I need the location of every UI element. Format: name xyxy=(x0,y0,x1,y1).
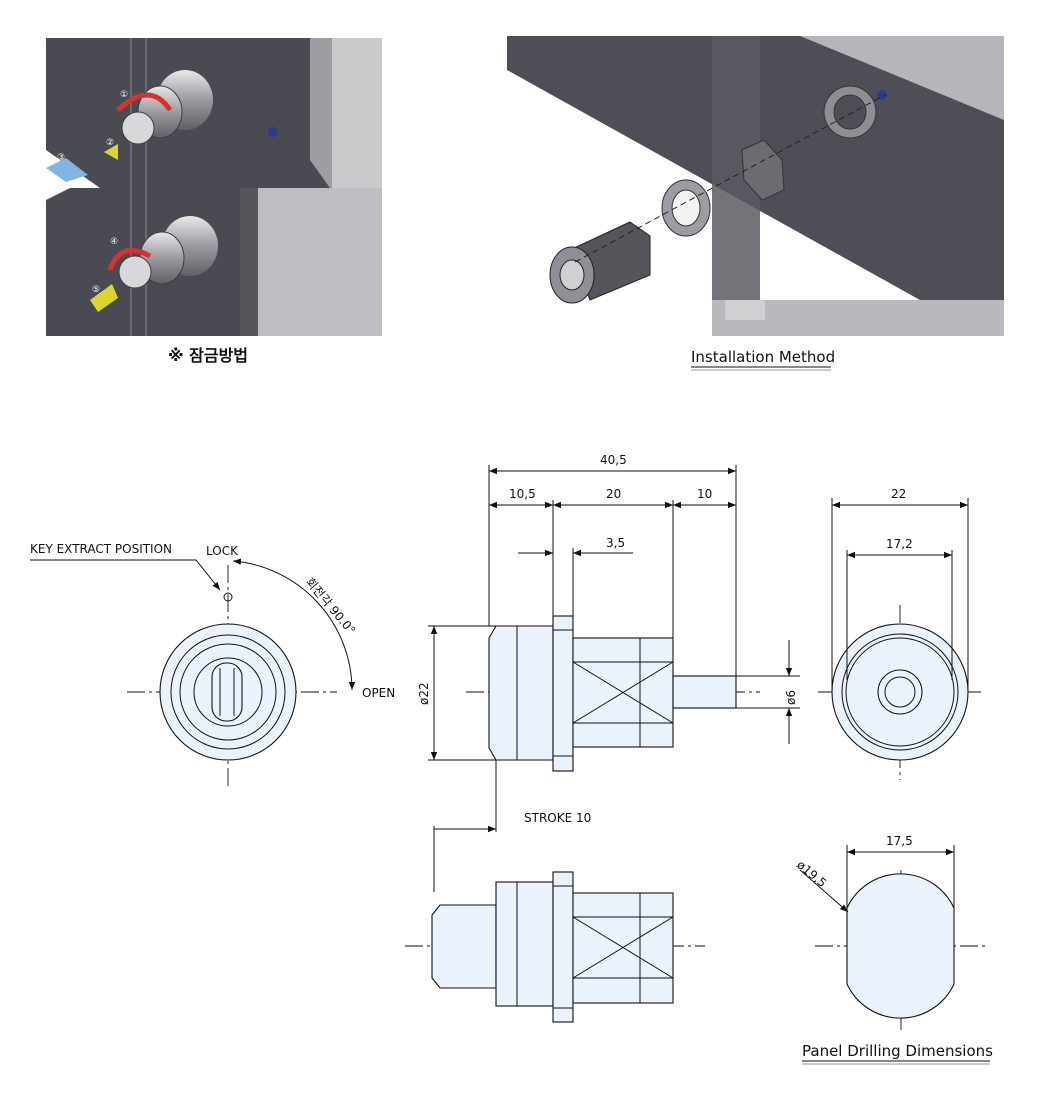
end-view-drawing xyxy=(818,498,984,780)
step-4-label: ④ xyxy=(110,236,118,246)
side-view-extended-drawing xyxy=(405,871,705,1023)
stroke-label: STROKE 10 xyxy=(524,811,591,825)
outer-diameter-label: 22 xyxy=(891,487,906,501)
front-view-drawing xyxy=(30,558,356,790)
locking-method-caption: ※ 잠금방법 xyxy=(168,346,248,365)
overall-length-label: 40,5 xyxy=(600,453,627,467)
step-1-label: ① xyxy=(120,89,128,99)
step-5-label: ⑤ xyxy=(92,284,100,294)
step-2-label: ② xyxy=(106,137,114,147)
knob-length-label: 10,5 xyxy=(509,487,536,501)
lock-label: LOCK xyxy=(206,544,239,558)
step-3-label: ③ xyxy=(57,152,65,162)
pin-length-label: 10 xyxy=(697,487,712,501)
side-view-drawing xyxy=(428,465,800,892)
pin-diameter-label: ø6 xyxy=(784,690,798,705)
open-label: OPEN xyxy=(362,686,395,700)
body-length-label: 20 xyxy=(606,487,621,501)
key-extract-label: KEY EXTRACT POSITION xyxy=(30,542,172,556)
installation-caption: Installation Method xyxy=(691,348,835,366)
body-diameter-label: ø22 xyxy=(417,682,431,705)
installation-method-illustration xyxy=(507,36,1004,336)
panel-diameter-label: ø19,5 xyxy=(794,858,829,891)
panel-drilling-caption: Panel Drilling Dimensions xyxy=(802,1042,993,1060)
inner-diameter-label: 17,2 xyxy=(886,537,913,551)
offset-label: 3,5 xyxy=(606,536,625,550)
panel-width-label: 17,5 xyxy=(886,834,913,848)
panel-drilling-drawing xyxy=(799,845,985,1030)
locking-method-illustration: ① ② ③ ④ ⑤ xyxy=(46,38,382,336)
rotation-angle-label: 회전각 90.0° xyxy=(303,575,358,637)
